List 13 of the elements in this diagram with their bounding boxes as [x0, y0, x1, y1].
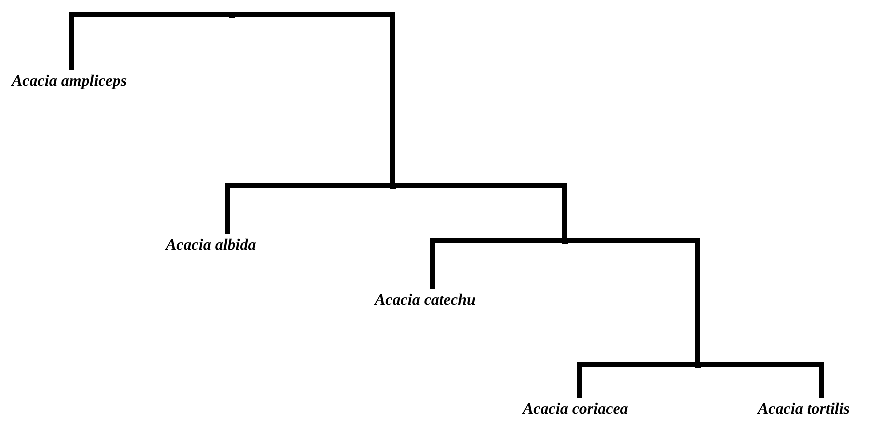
species-label: Acacia ampliceps [12, 72, 128, 92]
tree-branch [226, 184, 392, 234]
tree-branch [698, 362, 824, 398]
tree-branch [232, 12, 396, 186]
tree-branch [578, 362, 698, 398]
species-label: Acacia catechu [375, 291, 476, 311]
species-label: Acacia tortilis [758, 400, 850, 420]
tree-branch [566, 238, 700, 364]
species-label: Acacia coriacea [523, 400, 628, 420]
tree-branch [430, 238, 564, 290]
tree-branch [70, 12, 232, 70]
tree-branch [394, 184, 568, 240]
species-label: Acacia albida [166, 236, 256, 256]
